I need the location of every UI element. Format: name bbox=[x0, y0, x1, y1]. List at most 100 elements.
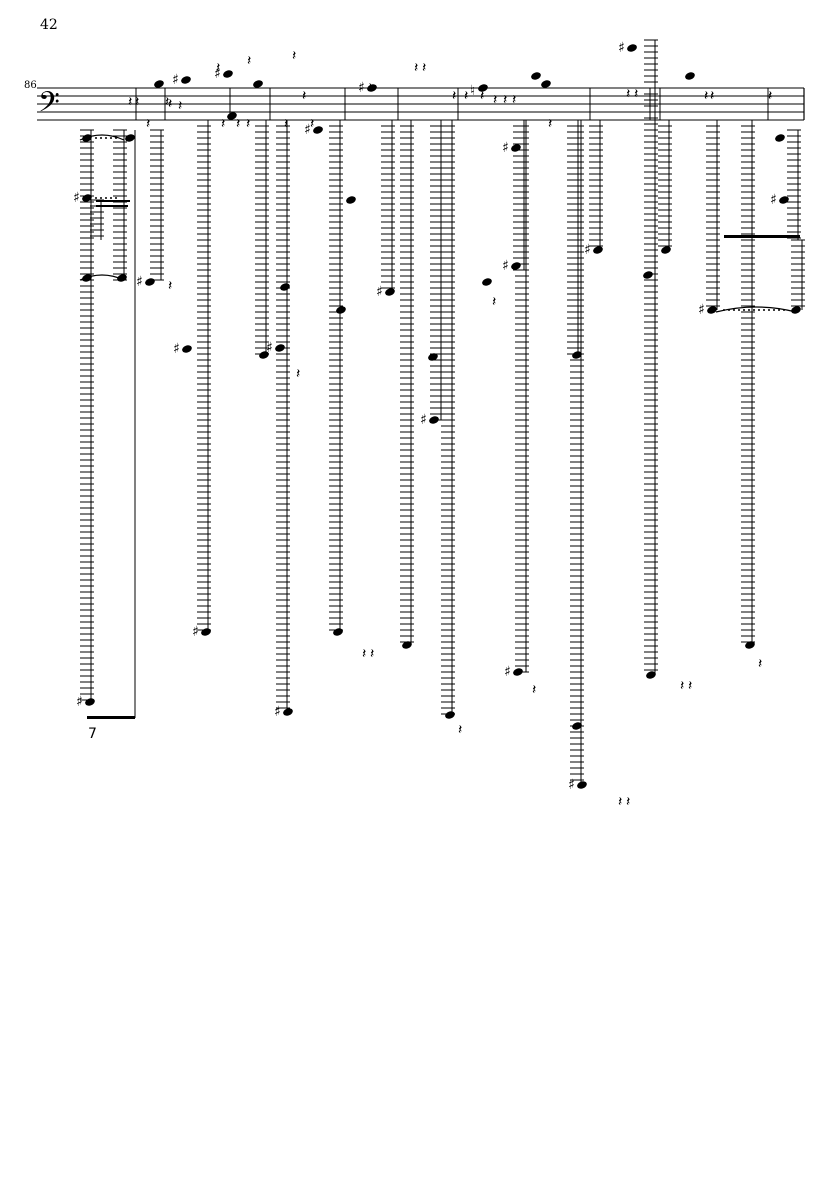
note-head bbox=[478, 84, 488, 92]
dot bbox=[743, 309, 745, 311]
dot bbox=[733, 309, 735, 311]
rest-icon: 𝄽 bbox=[310, 116, 314, 132]
rest-icon: 𝄽 bbox=[503, 92, 507, 108]
sharp-icon: ♯ bbox=[502, 140, 509, 156]
note-head bbox=[745, 641, 755, 649]
ledger-column bbox=[513, 119, 527, 271]
rest-icon: 𝄽 bbox=[247, 53, 251, 69]
rest-icon: 𝄽 bbox=[370, 646, 374, 662]
note-head bbox=[154, 80, 164, 88]
note-head bbox=[428, 353, 438, 361]
note-head bbox=[445, 711, 455, 719]
sharp-icon: ♯ bbox=[274, 704, 281, 720]
rest-icon: 𝄽 bbox=[168, 96, 172, 112]
rest-icon: 𝄽 bbox=[626, 86, 630, 102]
note-head bbox=[685, 72, 695, 80]
dot bbox=[723, 309, 725, 311]
barlines bbox=[135, 88, 805, 120]
ledger-column bbox=[381, 119, 395, 290]
note-head bbox=[429, 416, 439, 424]
rest-icon: 𝄽 bbox=[284, 116, 288, 132]
rest-icon: 𝄽 bbox=[246, 116, 250, 132]
rest-icon: 𝄽 bbox=[758, 656, 762, 672]
note-head bbox=[402, 641, 412, 649]
note-head bbox=[646, 671, 656, 679]
ledger-column bbox=[567, 119, 581, 355]
note-head bbox=[117, 274, 127, 282]
glyph-layer: 𝄢♯♯♯♯♯♯♯♯♯♯♯♯♯♯♯♯♯♯♯♯♯♮𝄽𝄽𝄽𝄽𝄽𝄽𝄽𝄽𝄽𝄽𝄽𝄽𝄽𝄽𝄽𝄽𝄽… bbox=[38, 40, 777, 810]
note-head bbox=[385, 288, 395, 296]
sharp-icon: ♯ bbox=[136, 274, 143, 290]
note-head bbox=[572, 722, 582, 730]
rest-icon: 𝄽 bbox=[165, 94, 169, 110]
rest-icon: 𝄽 bbox=[480, 88, 484, 104]
ledger-column bbox=[400, 119, 414, 645]
dot bbox=[778, 309, 780, 311]
ledger-column bbox=[80, 129, 94, 701]
ledger-column bbox=[787, 129, 801, 240]
rest-icon: 𝄽 bbox=[492, 294, 496, 310]
note-head bbox=[367, 84, 377, 92]
dot bbox=[748, 309, 750, 311]
note-head bbox=[572, 351, 582, 359]
tie bbox=[79, 274, 125, 281]
rest-icon: 𝄽 bbox=[548, 116, 552, 132]
rest-icon: 𝄽 bbox=[362, 646, 366, 662]
rest-icon: 𝄽 bbox=[135, 94, 139, 110]
rest-icon: 𝄽 bbox=[168, 278, 172, 294]
sharp-icon: ♯ bbox=[358, 80, 365, 96]
dot bbox=[95, 137, 97, 139]
rest-icon: 𝄽 bbox=[626, 794, 630, 810]
beam bbox=[96, 205, 128, 207]
rest-icon: 𝄽 bbox=[768, 88, 772, 104]
note-head bbox=[627, 44, 637, 52]
page-number: 42 bbox=[40, 17, 58, 33]
dot bbox=[105, 137, 107, 139]
ledger-column bbox=[276, 119, 290, 712]
note-head bbox=[223, 70, 233, 78]
sharp-icon: ♯ bbox=[214, 66, 221, 82]
note-head bbox=[513, 668, 523, 676]
dot bbox=[115, 197, 117, 199]
note-head bbox=[511, 262, 521, 270]
rest-icon: 𝄽 bbox=[146, 116, 150, 132]
sharp-icon: ♯ bbox=[584, 242, 591, 258]
ledger-column bbox=[150, 129, 164, 281]
rest-icon: 𝄽 bbox=[688, 678, 692, 694]
ledger-column bbox=[515, 119, 529, 673]
rest-icon: 𝄽 bbox=[221, 116, 225, 132]
dot bbox=[100, 197, 102, 199]
dot bbox=[768, 309, 770, 311]
ledger-column bbox=[658, 119, 672, 250]
note-head bbox=[482, 278, 492, 286]
rest-icon: 𝄽 bbox=[452, 88, 456, 104]
note-head bbox=[346, 196, 356, 204]
sharp-icon: ♯ bbox=[172, 72, 179, 88]
ledger-column bbox=[791, 239, 805, 310]
ledger-column bbox=[570, 119, 584, 785]
rest-icon: 𝄽 bbox=[532, 682, 536, 698]
rest-icon: 𝄽 bbox=[493, 92, 497, 108]
note-head bbox=[313, 126, 323, 134]
note-head bbox=[145, 278, 155, 286]
rest-icon: 𝄽 bbox=[680, 678, 684, 694]
note-head bbox=[577, 781, 587, 789]
note-head bbox=[201, 628, 211, 636]
flag-icon: 7 bbox=[88, 726, 97, 742]
beam bbox=[96, 200, 130, 202]
sharp-icon: ♯ bbox=[192, 624, 199, 640]
sharp-icon: ♯ bbox=[698, 302, 705, 318]
ledger-column bbox=[441, 119, 455, 715]
note-head bbox=[333, 628, 343, 636]
rest-icon: 𝄽 bbox=[302, 88, 306, 104]
dot bbox=[728, 309, 730, 311]
note-head bbox=[280, 283, 290, 291]
ledger-column bbox=[329, 119, 343, 632]
ledger-column bbox=[706, 119, 720, 310]
bass-clef-icon: 𝄢 bbox=[38, 86, 60, 126]
dot bbox=[758, 309, 760, 311]
beam bbox=[724, 235, 800, 238]
rest-icon: 𝄽 bbox=[422, 60, 426, 76]
notes bbox=[79, 44, 801, 789]
